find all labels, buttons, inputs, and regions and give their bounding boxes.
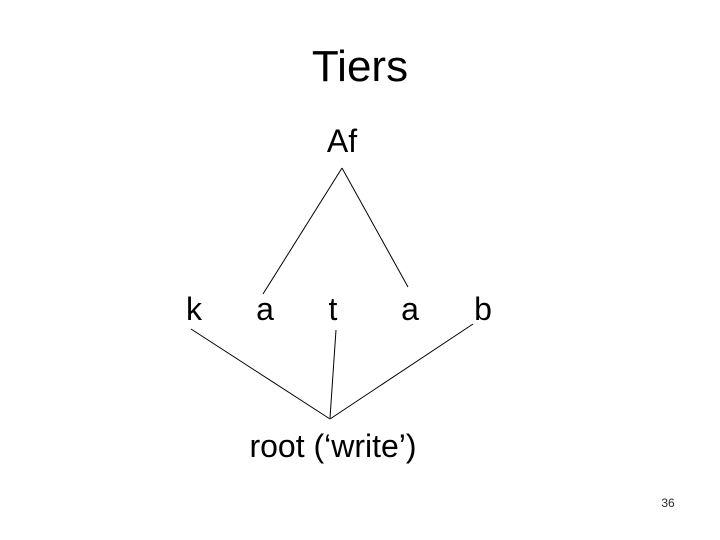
affix-node-label: Af — [326, 123, 358, 159]
line-af-to-a1 — [262, 167, 343, 295]
line-k-to-root — [190, 328, 331, 420]
line-af-to-a2 — [341, 167, 409, 288]
slide-title: Tiers — [311, 42, 409, 91]
page-number: 36 — [661, 496, 675, 510]
segment-t: t — [328, 291, 338, 327]
segment-k: k — [186, 291, 202, 327]
segment-a1: a — [256, 291, 274, 327]
segment-b: b — [474, 291, 492, 327]
root-node-label: root (‘write’) — [249, 428, 417, 464]
segment-a2: a — [401, 291, 419, 327]
line-b-to-root — [329, 323, 474, 420]
line-t-to-root — [329, 329, 337, 419]
